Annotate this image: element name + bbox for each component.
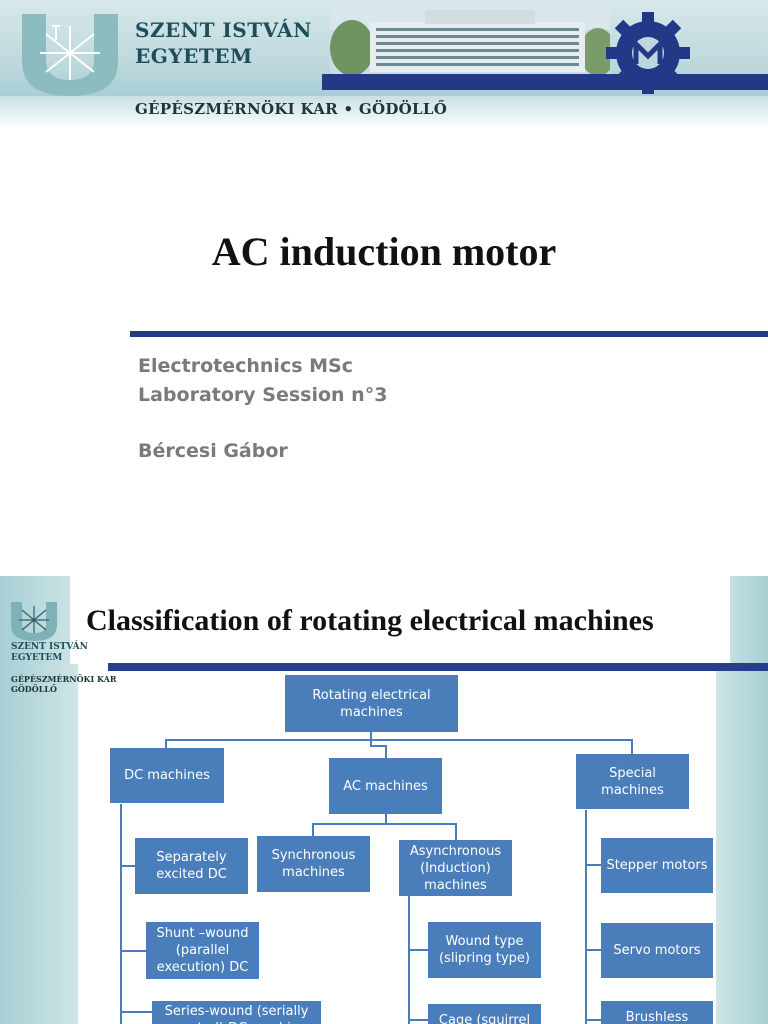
title-underline	[108, 663, 768, 671]
university-logo	[22, 14, 118, 96]
node-special-machines: Special machines	[576, 754, 689, 809]
node-rotating-electrical-machines: Rotating electrical machines	[285, 675, 458, 732]
node-ac-machines: AC machines	[329, 758, 442, 814]
faculty-gear-logo	[606, 12, 690, 94]
session-name: Laboratory Session n°3	[138, 384, 388, 406]
title-area	[70, 576, 730, 664]
sidebar-university-line-2: EGYETEM	[11, 653, 63, 663]
node-synchronous-machines: Synchronous machines	[257, 836, 370, 892]
node-servo-motors: Servo motors	[601, 923, 713, 978]
course-name: Electrotechnics MSc	[138, 355, 353, 377]
node-wound-type: Wound type (slipring type)	[428, 922, 541, 978]
sidebar-faculty-line-2: GÖDÖLLŐ	[11, 684, 57, 694]
author-name: Bércesi Gábor	[138, 440, 288, 462]
slide-title: Classification of rotating electrical ma…	[86, 604, 654, 637]
university-name-line-2: EGYETEM	[135, 44, 253, 68]
node-dc-machines: DC machines	[110, 748, 224, 803]
node-cage-type: Cage (squirrel cage)	[428, 1004, 541, 1024]
faculty-name: GÉPÉSZMÉRNÖKI KAR • GÖDÖLLŐ	[135, 100, 448, 118]
campus-building-image	[330, 0, 610, 76]
node-separately-excited-dc: Separately excited DC	[135, 838, 248, 894]
banner-accent-strip	[322, 74, 768, 90]
university-name-line-1: SZENT ISTVÁN	[135, 18, 312, 42]
node-series-wound-dc: Series-wound (serially executed) DC mach…	[152, 1001, 321, 1024]
node-brushless-dc-ac: Brushless DC/AC	[601, 1001, 713, 1024]
slide-left-band	[0, 576, 78, 1024]
university-logo-small	[11, 602, 57, 641]
diagram-connectors	[120, 732, 633, 1024]
node-asynchronous-machines: Asynchronous (Induction) machines	[399, 840, 512, 896]
classification-slide: SZENT ISTVÁN EGYETEM GÉPÉSZMÉRNÖKI KAR G…	[0, 576, 768, 1024]
sidebar-university-line-1: SZENT ISTVÁN	[11, 642, 88, 652]
node-stepper-motors: Stepper motors	[601, 838, 713, 893]
title-underline	[130, 331, 768, 337]
title-slide: SZENT ISTVÁN EGYETEM GÉPÉSZMÉRNÖKI KAR •…	[0, 0, 768, 462]
banner-fade	[0, 96, 768, 130]
header-banner: SZENT ISTVÁN EGYETEM	[0, 0, 768, 96]
node-shunt-wound-dc: Shunt –wound (parallel execution) DC	[146, 922, 259, 979]
slide-title: AC induction motor	[211, 229, 557, 274]
sidebar-faculty-line-1: GÉPÉSZMÉRNÖKI KAR	[11, 674, 117, 684]
